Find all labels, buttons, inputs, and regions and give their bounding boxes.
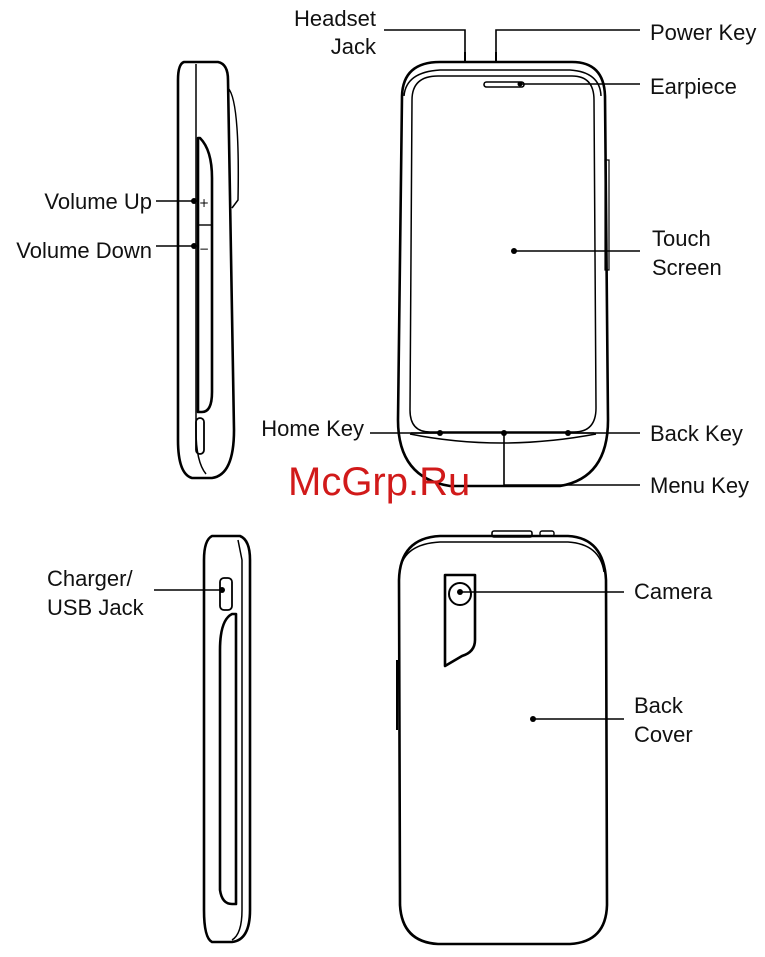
menu-key-leader (504, 433, 640, 485)
volume-up-dot (191, 198, 197, 204)
right-side-rail (220, 614, 236, 904)
power-key-label: Power Key (650, 20, 756, 45)
camera-label: Camera (634, 579, 713, 604)
volume-down-label: Volume Down (16, 238, 152, 263)
front-inner-trim (404, 70, 601, 96)
charger-label-2: USB Jack (47, 595, 145, 620)
home-key-dot (437, 430, 443, 436)
back-cover-label-2: Cover (634, 722, 693, 747)
headset-jack-leader (384, 30, 465, 52)
earpiece-label: Earpiece (650, 74, 737, 99)
earpiece-dot (518, 82, 523, 87)
headset-jack-label-1: Headset (294, 6, 376, 31)
menu-key-dot (501, 430, 507, 436)
front-body-outline (398, 62, 608, 486)
volume-rocker (198, 138, 212, 412)
back-key-dot (565, 430, 571, 436)
back-body-outline (399, 536, 607, 944)
charger-dot (219, 587, 225, 593)
plus-sign: + (199, 196, 209, 210)
right-side-view (204, 536, 250, 942)
right-side-outline (204, 536, 250, 942)
volume-down-dot (191, 243, 197, 249)
touch-screen-dot (511, 248, 517, 254)
front-view (398, 52, 609, 486)
back-view (397, 531, 607, 944)
headset-jack-label-2: Jack (331, 34, 377, 59)
power-key-leader (496, 30, 640, 52)
minus-sign: − (199, 242, 209, 256)
back-cover-dot (530, 716, 536, 722)
volume-up-label: Volume Up (44, 189, 152, 214)
left-side-view: + − (178, 62, 238, 478)
home-key-label: Home Key (261, 416, 364, 441)
touch-screen-label-2: Screen (652, 255, 722, 280)
back-key-label: Back Key (650, 421, 743, 446)
front-screen-outline (410, 76, 596, 432)
touch-screen-label-1: Touch (652, 226, 711, 251)
back-cover-label-1: Back (634, 693, 684, 718)
usb-port (220, 578, 232, 610)
back-top-cap (400, 542, 604, 572)
left-side-outline (178, 62, 234, 478)
camera-dot (457, 589, 463, 595)
charger-label-1: Charger/ (47, 566, 133, 591)
watermark-text: McGrp.Ru (288, 460, 470, 504)
menu-key-label: Menu Key (650, 473, 749, 498)
